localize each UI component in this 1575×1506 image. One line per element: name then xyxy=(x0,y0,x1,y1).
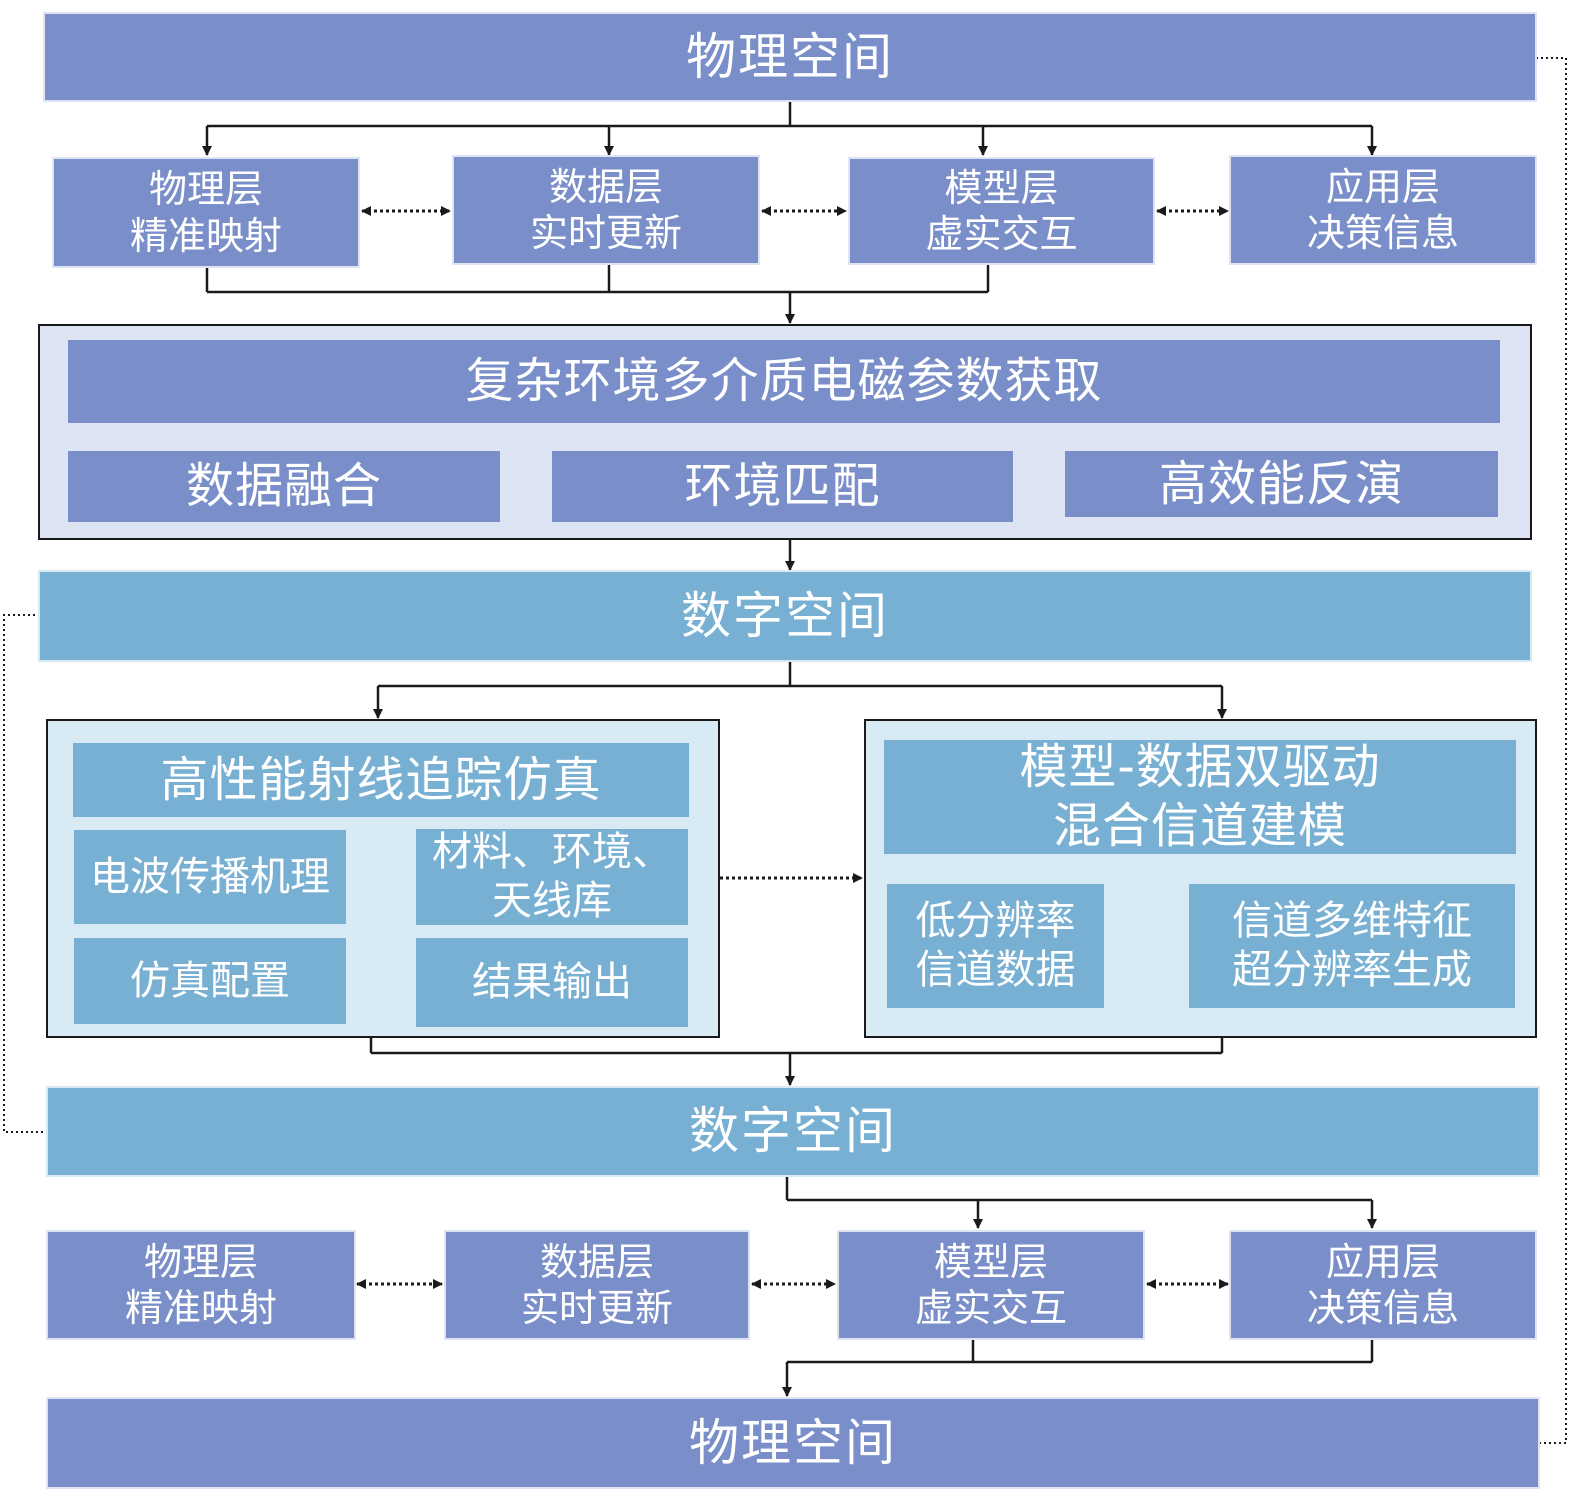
low-res-line2: 信道数据 xyxy=(915,947,1076,993)
physical-layer-top: 物理层 精准映射 xyxy=(52,157,360,268)
physical-layer-bottom: 物理层 精准映射 xyxy=(46,1230,356,1340)
ray-tracing-title: 高性能射线追踪仿真 xyxy=(71,741,691,819)
low-res-line1: 低分辨率 xyxy=(915,898,1076,945)
super-resolution-generation: 信道多维特征 超分辨率生成 xyxy=(1187,882,1517,1010)
environment-matching: 环境匹配 xyxy=(550,449,1015,524)
digital-space-1: 数字空间 xyxy=(38,570,1532,662)
model-layer-bottom: 模型层 虚实交互 xyxy=(837,1230,1145,1340)
library-line2: 天线库 xyxy=(492,878,612,924)
library-line1: 材料、环境、 xyxy=(432,829,672,876)
result-output: 结果输出 xyxy=(414,936,690,1029)
hybrid-modeling-title: 模型-数据双驱动 混合信道建模 xyxy=(882,738,1518,856)
layer-name: 数据层 xyxy=(548,164,663,209)
layer-function: 决策信息 xyxy=(1306,211,1459,255)
model-layer-top: 模型层 虚实交互 xyxy=(848,157,1155,265)
efficient-inversion: 高效能反演 xyxy=(1063,449,1500,519)
digital-space-2: 数字空间 xyxy=(46,1086,1540,1177)
layer-function: 精准映射 xyxy=(129,213,282,258)
layer-name: 应用层 xyxy=(1325,1239,1440,1284)
physical-space-top: 物理空间 xyxy=(43,12,1537,102)
hybrid-title-line2: 混合信道建模 xyxy=(1052,798,1347,854)
layer-function: 决策信息 xyxy=(1306,1286,1459,1330)
propagation-mechanism: 电波传播机理 xyxy=(72,828,348,926)
data-layer-bottom: 数据层 实时更新 xyxy=(444,1230,750,1340)
layer-name: 物理层 xyxy=(143,1239,258,1284)
layer-name: 物理层 xyxy=(148,167,263,212)
data-fusion: 数据融合 xyxy=(66,449,502,524)
layer-name: 数据层 xyxy=(539,1239,654,1284)
material-environment-antenna-library: 材料、环境、 天线库 xyxy=(414,827,690,927)
layer-name: 模型层 xyxy=(933,1239,1048,1284)
layer-function: 虚实交互 xyxy=(925,212,1078,256)
low-resolution-channel-data: 低分辨率 信道数据 xyxy=(885,882,1106,1010)
layer-name: 模型层 xyxy=(944,165,1059,210)
application-layer-top: 应用层 决策信息 xyxy=(1229,155,1537,265)
layer-function: 实时更新 xyxy=(529,211,682,255)
em-acquisition-title: 复杂环境多介质电磁参数获取 xyxy=(66,338,1502,425)
super-res-line2: 超分辨率生成 xyxy=(1232,947,1472,993)
hybrid-title-line1: 模型-数据双驱动 xyxy=(1019,739,1381,796)
physical-space-bottom: 物理空间 xyxy=(46,1397,1540,1489)
application-layer-bottom: 应用层 决策信息 xyxy=(1229,1230,1537,1340)
data-layer-top: 数据层 实时更新 xyxy=(452,155,760,265)
layer-function: 精准映射 xyxy=(124,1286,277,1330)
super-res-line1: 信道多维特征 xyxy=(1232,898,1472,945)
layer-name: 应用层 xyxy=(1325,164,1440,209)
layer-function: 虚实交互 xyxy=(914,1286,1067,1330)
simulation-configuration: 仿真配置 xyxy=(72,936,348,1026)
layer-function: 实时更新 xyxy=(520,1286,673,1330)
